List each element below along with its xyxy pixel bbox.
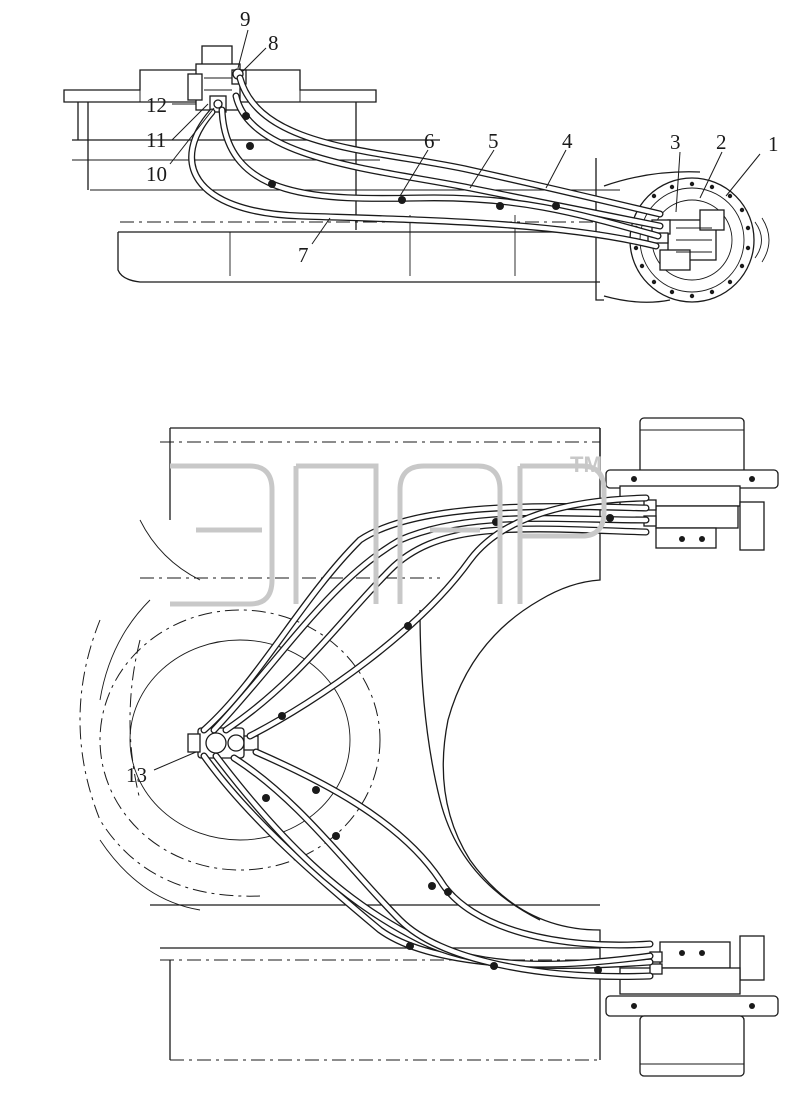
frame-outline-bottom: [79, 427, 601, 1061]
hose-lower-d: [252, 748, 654, 949]
callout-1: 1: [768, 132, 779, 156]
bottom-view: 13: [79, 417, 779, 1077]
drive-motor-top: [629, 177, 770, 303]
callout-11: 11: [146, 128, 166, 152]
hose-lower-b: [212, 752, 654, 968]
callout-9: 9: [240, 7, 251, 31]
drive-motor-bottom-lower: [605, 935, 779, 1077]
hose-upper-d: [246, 494, 650, 740]
hose-upper-b: [210, 514, 650, 734]
callout-3: 3: [670, 130, 681, 154]
callout-6: 6: [424, 129, 435, 153]
hoses-bottom: [200, 494, 654, 980]
callouts-bottom: 13: [126, 751, 197, 787]
hoses-top: [188, 74, 664, 250]
hose-7: [188, 108, 660, 250]
central-valve-bottom: [187, 727, 259, 759]
callout-12: 12: [146, 93, 167, 117]
hose-clamp-dots-bottom: [262, 514, 614, 974]
watermark-trademark: TM: [570, 452, 602, 477]
hose-5: [232, 92, 664, 230]
hose-6: [218, 106, 662, 240]
callout-10: 10: [146, 162, 167, 186]
hose-4: [236, 74, 664, 218]
callout-2: 2: [716, 130, 727, 154]
callout-5: 5: [488, 129, 499, 153]
callouts-top: 1 2 3 4 5 6 7 8 9 10 11 12: [146, 7, 779, 267]
watermark-logo: TM: [170, 452, 607, 607]
top-view: 1 2 3 4 5 6 7 8 9 10 11 12: [63, 7, 779, 303]
callout-8: 8: [268, 31, 279, 55]
hose-upper-c: [222, 525, 650, 734]
valve-block-top: [187, 45, 247, 113]
callout-13: 13: [126, 763, 147, 787]
hose-lower-c: [230, 754, 654, 980]
callout-4: 4: [562, 129, 573, 153]
hose-clamp-dots-top: [242, 112, 560, 210]
drive-motor-bottom-upper: [605, 417, 779, 551]
callout-7: 7: [298, 243, 309, 267]
